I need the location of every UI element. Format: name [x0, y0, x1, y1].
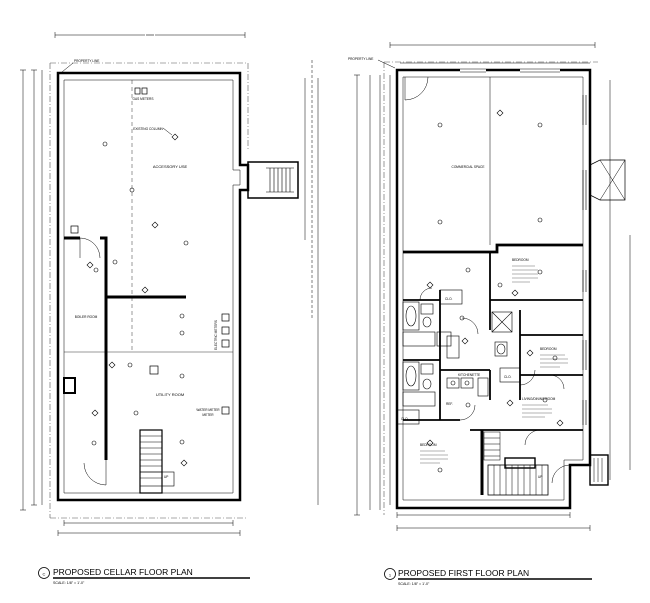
svg-text:METER: METER: [202, 413, 214, 417]
utility-room-label: UTILITY ROOM: [156, 392, 184, 397]
closet-3-label: CLO.: [401, 417, 409, 421]
first-property-line-label: PROPERTY LINE: [348, 57, 373, 61]
accessory-use-label: ACCESSORY USE: [153, 164, 188, 169]
boiler-room-label: BOILER ROOM: [75, 315, 98, 319]
first-plan-scale: SCALE: 1/8" = 1'-0": [398, 582, 430, 586]
gas-meters-label: GAS METERS: [133, 97, 154, 101]
first-stair-up-label: UP: [538, 475, 542, 479]
bedroom-3-label: BEDROOM: [420, 443, 437, 447]
water-meter-label: WATER METER: [196, 408, 220, 412]
commercial-space-label: COMMERCIAL SPACE: [452, 165, 485, 169]
existing-column-label: EXISTING COLUMN: [133, 127, 163, 131]
closet-1-label: CLO.: [445, 297, 453, 301]
first-floor-plan: PROPERTY LINE COMMERCIAL SPACE: [348, 42, 631, 586]
cellar-plan-title: PROPOSED CELLAR FLOOR PLAN: [53, 567, 193, 577]
kitchenette-label: KITCHENETTE: [458, 373, 480, 377]
closet-2-label: CLO.: [504, 375, 512, 379]
first-plan-badge: 1: [389, 573, 392, 578]
bedroom-1-label: BEDROOM: [512, 258, 529, 262]
cellar-plan-badge: C: [43, 572, 46, 577]
cellar-plan: PROPERTY LINE GAS METERS EXISTING COLUMN…: [20, 32, 319, 585]
electric-meters-label: ELECTRIC METERS: [214, 320, 218, 350]
bedroom-2-label: BEDROOM: [540, 347, 557, 351]
living-dining-label: LIVING/DINING ROOM: [522, 397, 556, 401]
cellar-stair-up-label: UP: [164, 475, 168, 479]
cellar-plan-scale: SCALE: 1/8" = 1'-0": [53, 581, 85, 585]
cellar-property-line-label: PROPERTY LINE: [74, 59, 99, 63]
ref-label: REF.: [446, 402, 453, 406]
first-plan-title: PROPOSED FIRST FLOOR PLAN: [398, 568, 529, 578]
